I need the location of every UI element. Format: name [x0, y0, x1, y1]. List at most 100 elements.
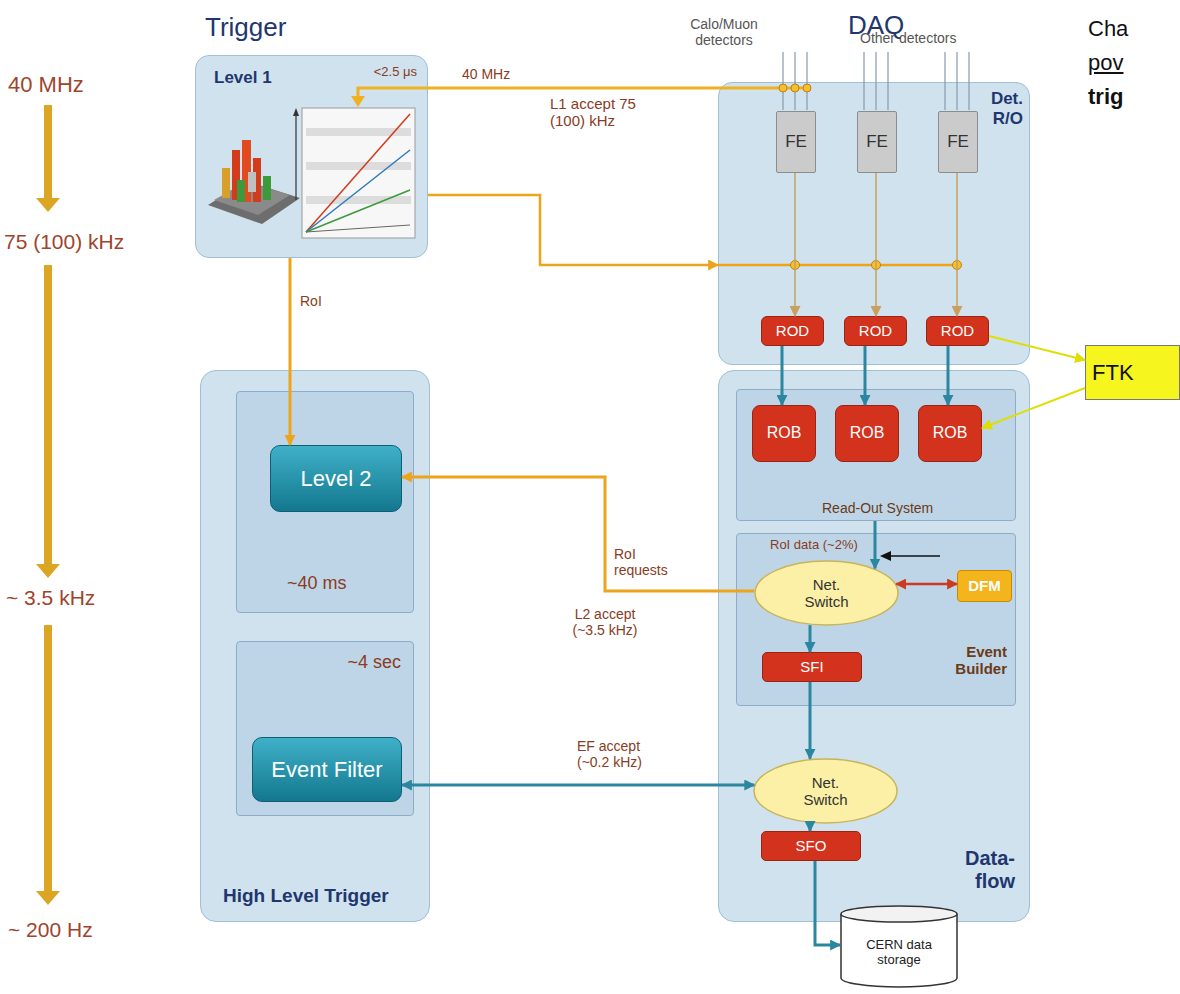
node-text: CERN data storage: [854, 924, 944, 968]
slide-text: pov: [1088, 50, 1123, 75]
connector-arrow: [947, 346, 950, 405]
readout-panel: FE FE FE ROD ROD ROD Det. R/O: [718, 82, 1030, 365]
text-slot: FE: [785, 132, 807, 152]
detector-label: Other detectors: [860, 30, 957, 46]
storage-cylinder: CERN data storage: [840, 905, 958, 987]
signal-label: RoI requests: [612, 546, 682, 578]
read-out-driver: ROD: [761, 316, 824, 346]
cylinder-top: [841, 906, 957, 922]
ftk-box: FTK: [1085, 345, 1180, 400]
node-text: ~40 ms: [287, 573, 347, 594]
connector-arrow: [956, 173, 958, 316]
text-slot: ROB: [767, 424, 802, 442]
label-slot: L2 accept (~3.5 kHz): [560, 606, 650, 638]
signal-label: RoI: [298, 293, 324, 309]
label-slot: Calo/Muon detectors: [678, 16, 770, 48]
node-text: ROD: [859, 322, 892, 339]
read-out-driver: ROD: [926, 316, 989, 346]
text-slot: ROD: [859, 322, 892, 339]
signal-label: RoI data (~2%): [768, 538, 860, 553]
read-out-system-frame: ROB ROB ROB Read-Out System: [736, 389, 1016, 521]
text-slot: Net. Switch: [791, 774, 861, 809]
node-text: Net. Switch: [791, 774, 861, 809]
text-slot: ROD: [941, 322, 974, 339]
rate-label: ~ 200 Hz: [8, 918, 93, 942]
network-switch: Net. Switch: [753, 758, 898, 824]
slide-text: trig: [1088, 84, 1123, 109]
node-text: Event Builder: [932, 643, 1007, 678]
connector-arrow: [896, 583, 957, 586]
rate-label: 40 MHz: [462, 66, 510, 82]
event-filter-frame: Event Filter ~4 sec: [236, 641, 414, 816]
text-slot: Event Filter: [271, 757, 382, 782]
label-slot: RoI data (~2%): [768, 535, 860, 553]
connector-arrow: [982, 388, 1085, 428]
node-text: Net. Switch: [792, 576, 862, 611]
network-switch: Net. Switch: [754, 560, 899, 626]
detector-wires: [783, 52, 969, 110]
connector-arrow: [989, 336, 1085, 360]
label-slot: ~ 3.5 kHz: [6, 586, 95, 610]
text-slot: DFM: [968, 577, 1001, 594]
node-text: Level 1: [214, 68, 272, 88]
text-slot: ~4 sec: [347, 652, 401, 673]
node-text: ROB: [850, 424, 885, 442]
node-text: SFI: [800, 658, 823, 675]
text-slot: ROB: [933, 424, 968, 442]
text-slot: Read-Out System: [822, 500, 933, 516]
level2-frame: Level 2 ~40 ms: [236, 391, 414, 613]
annotation-arrow: [880, 551, 940, 561]
label-slot: RoI requests: [612, 546, 682, 579]
sub-farm-input: SFI: [762, 652, 862, 682]
label-slot: Cha: [1088, 16, 1128, 41]
rate-label: 75 (100) kHz: [4, 230, 124, 254]
level1-illustration: [208, 108, 415, 238]
read-out-buffer: ROB: [835, 405, 899, 462]
rate-arrows: [36, 105, 60, 905]
detector-label: Calo/Muon detectors: [678, 16, 770, 48]
text-slot: Event Builder: [932, 643, 1007, 678]
node-text: SFO: [796, 837, 827, 854]
text-slot: Level 1: [214, 68, 272, 88]
text-slot: Data- flow: [953, 847, 1015, 893]
text-slot: Net. Switch: [792, 576, 862, 611]
connector-arrow: [428, 195, 718, 265]
level2-box: Level 2: [270, 445, 402, 512]
node-text: ROB: [933, 424, 968, 442]
trigger-panel: Level 2 ~40 ms Event Filter ~4 secHigh Leve…: [200, 370, 430, 922]
node-text: ROB: [767, 424, 802, 442]
label-slot: pov: [1088, 50, 1123, 75]
label-slot: ~ 200 Hz: [8, 918, 93, 942]
connector-arrow: [875, 173, 877, 316]
label-slot: Trigger: [205, 13, 286, 43]
label-slot: RoI: [298, 292, 324, 310]
text-slot: Det. R/O: [981, 89, 1023, 128]
node-text: ~4 sec: [347, 652, 401, 673]
node-text: Event Filter: [271, 757, 382, 782]
front-end-box: FE: [938, 111, 978, 173]
node-text: Read-Out System: [822, 500, 933, 516]
label-slot: Other detectors: [860, 30, 957, 46]
text-slot: SFI: [800, 658, 823, 675]
front-end-box: FE: [776, 111, 816, 173]
connector-arrow: [809, 625, 812, 652]
text-slot: High Level Trigger: [223, 885, 389, 907]
node-text: <2.5 μs: [374, 65, 417, 80]
text-slot: FTK: [1092, 360, 1134, 385]
node-text: FE: [866, 132, 888, 152]
text-slot: FE: [866, 132, 888, 152]
node-text: FE: [785, 132, 807, 152]
connector-arrow: [781, 346, 784, 405]
connector-arrow: [402, 784, 754, 787]
node-text: DFM: [968, 577, 1001, 594]
rate-label: 40 MHz: [8, 72, 84, 97]
read-out-buffer: ROB: [752, 405, 816, 462]
signal-label: L2 accept (~3.5 kHz): [560, 606, 650, 638]
read-out-driver: ROD: [844, 316, 907, 346]
node-text: ROD: [776, 322, 809, 339]
connector-arrow: [289, 258, 292, 445]
slide-text: Cha: [1088, 16, 1128, 41]
cylinder-body: [841, 914, 957, 987]
